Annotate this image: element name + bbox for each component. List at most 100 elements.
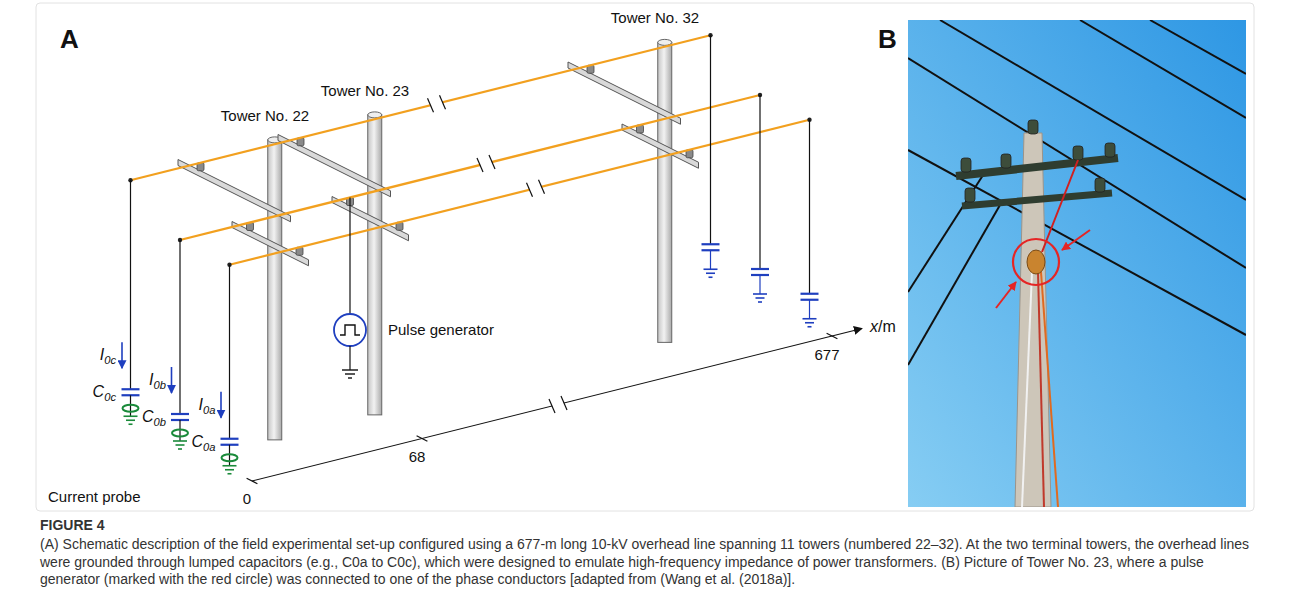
- x-axis: [252, 329, 862, 482]
- break-mark: [428, 98, 434, 112]
- cross-arm: [568, 62, 681, 124]
- break-gap: [480, 162, 492, 165]
- concrete-pole: [1015, 133, 1051, 507]
- generator-label: Pulse generator: [388, 321, 494, 338]
- hanging-wire: [1041, 272, 1058, 507]
- axis-tick: [247, 478, 258, 483]
- power-line: [908, 205, 1000, 365]
- break-mark: [527, 183, 533, 197]
- ground-symbol: [805, 322, 814, 324]
- ground-symbol: [126, 419, 135, 421]
- panel-a-schematic: [122, 33, 863, 484]
- tower-label: Tower No. 23: [321, 82, 409, 99]
- current-symbol: I0c: [100, 346, 116, 364]
- axis-tick: [827, 333, 838, 338]
- break-gap: [530, 187, 542, 190]
- axis-unit: /m: [878, 318, 896, 335]
- capacitor-plate: [122, 388, 140, 390]
- panel-letter: B: [878, 25, 897, 55]
- drop-wire: [710, 35, 711, 244]
- power-line: [908, 172, 985, 292]
- break-mark: [489, 155, 495, 169]
- cross-arm: [278, 135, 391, 197]
- ground-symbol: [345, 373, 355, 374]
- break-mark: [561, 396, 567, 410]
- ground-symbol: [758, 301, 762, 303]
- ground-symbol: [173, 440, 187, 442]
- overhead-conductor: [131, 35, 711, 180]
- cross-arm: [622, 124, 699, 168]
- capacitor-plate: [751, 268, 769, 270]
- figure-number: FIGURE 4: [40, 517, 105, 533]
- capacitor-symbol: C0c: [93, 383, 116, 401]
- highlight-circle: [1013, 239, 1059, 285]
- photo-insulator: [965, 188, 975, 202]
- subscript: 0a: [203, 403, 215, 415]
- ground-symbol: [228, 473, 232, 475]
- photo-insulator: [1073, 146, 1083, 160]
- pulse-waveform: [340, 325, 360, 335]
- panel-b-photo: [908, 20, 1246, 507]
- capacitor-plate: [221, 438, 239, 440]
- power-line: [1080, 20, 1246, 118]
- current-symbol: I0b: [149, 371, 166, 389]
- tower-label: Tower No. 32: [611, 9, 699, 26]
- generator-device: [1027, 250, 1045, 274]
- cross-arm: [232, 222, 309, 266]
- subscript: 0c: [104, 390, 116, 402]
- photo-insulator: [1095, 178, 1105, 192]
- sky: [908, 20, 1246, 507]
- overhead-conductor: [230, 120, 810, 265]
- cross-arm: [962, 193, 1112, 206]
- generator-wire: [349, 346, 350, 370]
- drop-wire: [710, 250, 711, 269]
- cross-arm: [178, 160, 291, 222]
- current-probe: [172, 430, 188, 437]
- ground-symbol: [178, 448, 182, 450]
- ground-symbol: [176, 444, 185, 446]
- axis-tick-label: 677: [814, 346, 839, 363]
- cross-arm: [332, 197, 409, 241]
- break-mark: [549, 399, 555, 413]
- break-gap: [431, 102, 443, 105]
- drop-wire: [179, 240, 180, 414]
- current-arrow: [171, 367, 173, 393]
- ground-symbol: [756, 297, 765, 299]
- current-probe: [222, 454, 238, 461]
- ground-symbol: [808, 326, 812, 328]
- tower-pole: [658, 42, 672, 342]
- current-arrow: [121, 342, 123, 368]
- photo-insulator: [1028, 120, 1038, 134]
- capacitor-symbol: C0b: [142, 408, 166, 426]
- ground-symbol: [704, 268, 718, 270]
- photo-insulator: [1001, 154, 1011, 168]
- ground-symbol: [342, 369, 358, 370]
- power-line: [908, 150, 1246, 335]
- subscript: 0a: [203, 440, 215, 452]
- subscript: 0c: [104, 353, 116, 365]
- axis-tick-label: 0: [243, 490, 251, 507]
- overhead-conductor: [180, 95, 760, 240]
- capacitor-plate: [171, 413, 189, 415]
- probe-label: Current probe: [48, 488, 141, 505]
- subscript: 0b: [154, 378, 166, 390]
- tower-pole: [368, 115, 382, 415]
- cross-arm: [956, 158, 1118, 176]
- power-line: [1150, 20, 1246, 74]
- axis-tick-label: 68: [409, 448, 426, 465]
- power-line: [908, 58, 1246, 268]
- photo-insulator: [961, 158, 971, 172]
- figure-frame: [36, 3, 1254, 511]
- pulse-generator: [334, 314, 366, 346]
- capacitor-symbol: C0a: [191, 433, 215, 451]
- photo-insulator: [1105, 143, 1115, 157]
- ground-symbol: [124, 415, 138, 417]
- ground-symbol: [803, 318, 817, 320]
- ground-symbol: [753, 293, 767, 295]
- axis-label: x/m: [870, 318, 896, 336]
- drop-wire: [809, 120, 810, 294]
- break-mark: [440, 95, 446, 109]
- ground-symbol: [129, 423, 133, 425]
